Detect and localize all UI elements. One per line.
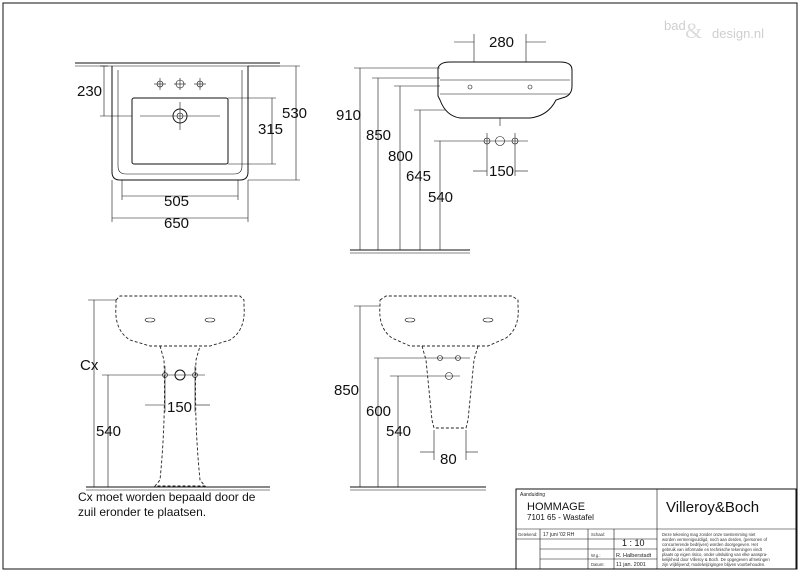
tap-holes: [154, 78, 206, 90]
dim-540-bottom-side: 540: [386, 423, 411, 440]
note-line2: zuil eronder te plaatsen.: [78, 505, 206, 519]
dim-800: 800: [388, 148, 413, 165]
basin-outer-outline: [111, 66, 249, 181]
dim-850-top: 850: [366, 127, 391, 144]
dim-230: 230: [77, 83, 102, 100]
disclaimer-line: Deze tekening mag zonder onze toestemmin…: [662, 532, 756, 537]
watermark-part2: design.nl: [712, 26, 764, 41]
brand-name: Villeroy&Boch: [666, 499, 759, 516]
disclaimer-line: concurrerende bedrijven) worden doorgege…: [662, 542, 759, 547]
aanduiding-label: Aanduiding: [520, 492, 545, 498]
watermark-part1: bad: [664, 18, 686, 33]
dim-530: 530: [282, 105, 307, 122]
dim-150-top: 150: [489, 163, 514, 180]
basin-side-profile: [437, 61, 573, 119]
dim-315: 315: [258, 121, 283, 138]
dim-cx: Cx: [80, 357, 99, 374]
pedestal-front: [154, 345, 206, 487]
disclaimer-line: worden vermenigvuldigd, noch aan derden,…: [662, 537, 768, 542]
wg-value: R. Halberstadt: [616, 553, 652, 559]
disclaimer-line: zijn vrijblijvend; modelwijzigingen blij…: [662, 562, 765, 567]
dim-645: 645: [406, 168, 431, 185]
top-side-view: 280 150 910 850 800: [336, 34, 573, 254]
schaal-label: Schaal:: [591, 532, 605, 537]
disclaimer-line: kelijkheid door Villeroy & Boch. De opge…: [662, 557, 770, 562]
datum-value: 11 jan. 2001: [616, 562, 646, 568]
dim-540-bottom-front: 540: [96, 423, 121, 440]
watermark-logo: bad & design.nl: [664, 18, 764, 43]
dim-150-bottom: 150: [167, 399, 192, 416]
title-block: Aanduiding HOMMAGE 7101 65 - Wastafel Vi…: [515, 488, 797, 570]
dim-600: 600: [366, 403, 391, 420]
product-code: 7101 65 - Wastafel: [527, 513, 594, 522]
dim-540-top: 540: [428, 189, 453, 206]
outlet-holes-side: [472, 133, 528, 176]
basin-rim-outline: [117, 70, 243, 175]
bowl-outline: [131, 97, 229, 165]
note-line1: Cx moet worden bepaald door de: [78, 490, 256, 504]
disclaimer-line: gebruik van informatie en technische tek…: [662, 547, 763, 552]
disclaimer-line: plaats op eigen risico, onder uitsluitin…: [662, 552, 768, 557]
getekend-label: Getekend:: [518, 532, 537, 537]
schaal-value: 1 : 10: [622, 538, 645, 548]
datum-label: Datum:: [591, 562, 605, 567]
basin-side-outline: [379, 295, 519, 347]
dim-280: 280: [489, 34, 514, 51]
bottom-side-view: 80 850 600 540: [334, 295, 519, 491]
bottom-front-view: 150 Cx 540 Cx moet worden bepaald door d…: [78, 295, 270, 519]
getekend-value: 17 juni '02 RH: [543, 532, 575, 538]
dim-910: 910: [336, 107, 361, 124]
watermark-ampersand: &: [685, 18, 702, 43]
top-front-view: 230 530 315 505 650: [75, 62, 307, 232]
dim-505: 505: [164, 193, 189, 210]
dim-650: 650: [164, 215, 189, 232]
dim-80: 80: [440, 451, 457, 468]
wg-label: W.g.:: [591, 553, 601, 558]
basin-front-outline: [115, 295, 245, 347]
disclaimer-text: Deze tekening mag zonder onze toestemmin…: [662, 532, 770, 567]
product-name: HOMMAGE: [527, 501, 585, 513]
dim-850-bottom: 850: [334, 382, 359, 399]
